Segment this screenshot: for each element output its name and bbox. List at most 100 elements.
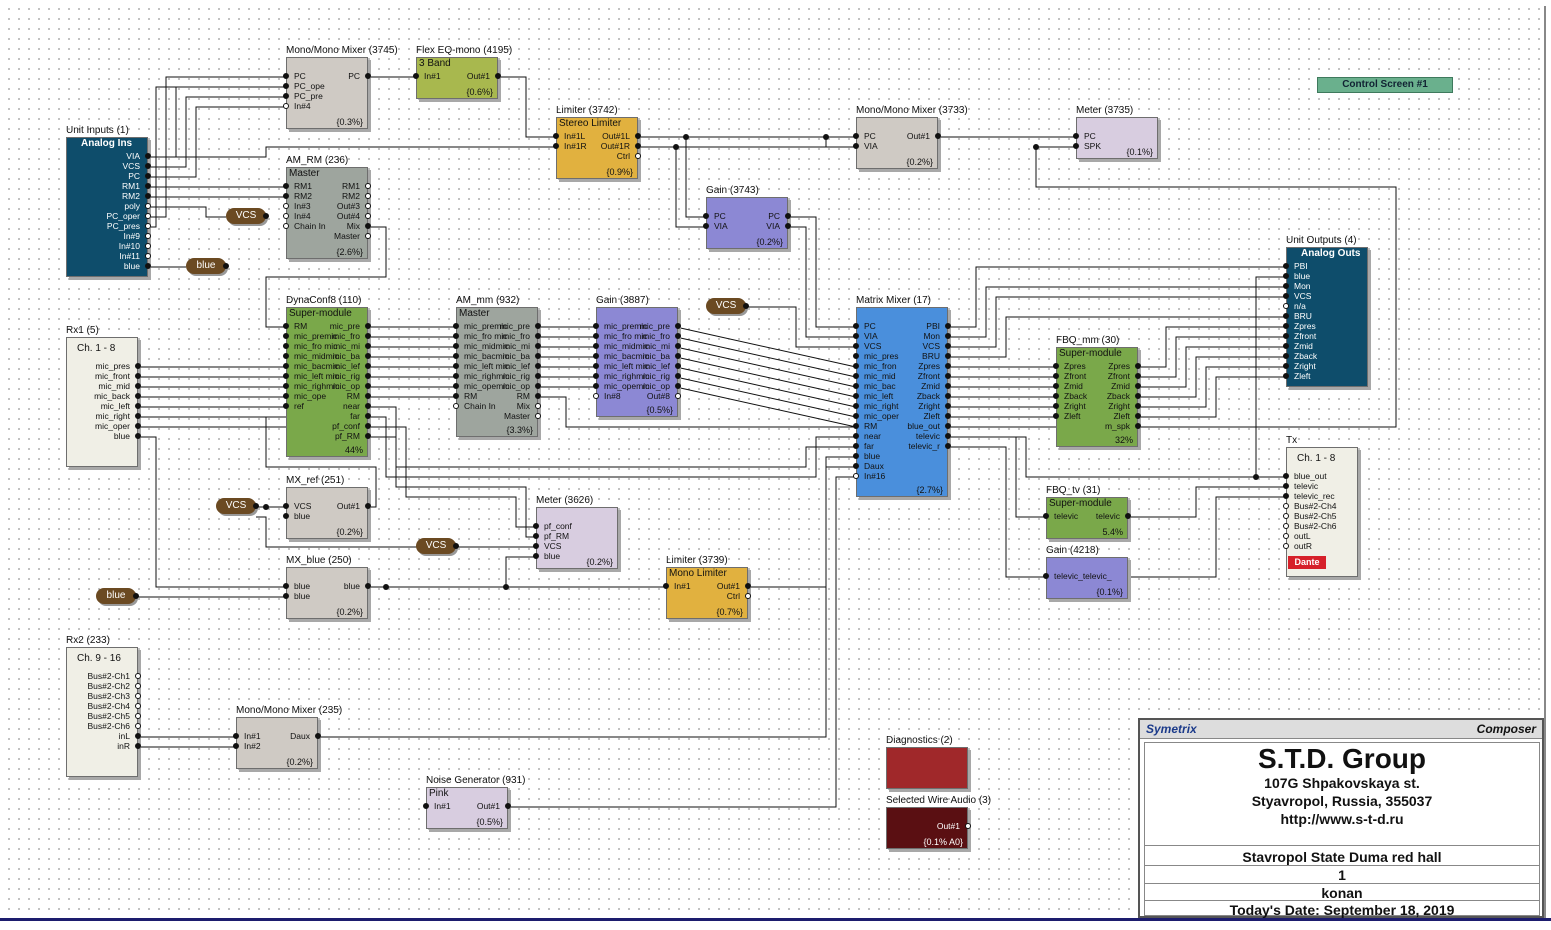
wire[interactable] (506, 476, 856, 808)
rx2-output-pin[interactable] (135, 683, 141, 689)
wire[interactable] (1136, 366, 1286, 408)
am-mm-932-input-pin[interactable] (453, 403, 459, 409)
gain-3887-input-pin[interactable] (593, 393, 599, 399)
wire[interactable] (946, 316, 1286, 358)
selected-wire-3-output-pin[interactable] (965, 823, 971, 829)
wire[interactable] (786, 226, 856, 338)
dynaconf8-output-pin[interactable] (365, 333, 371, 339)
dynaconf8-input-pin[interactable] (283, 363, 289, 369)
wire[interactable] (265, 416, 377, 508)
fbq-mm-30-input-pin[interactable] (1053, 403, 1059, 409)
gain-3887-output-pin[interactable] (675, 383, 681, 389)
unit-outputs-input-pin[interactable] (1283, 343, 1289, 349)
unit-outputs-input-pin[interactable] (1283, 353, 1289, 359)
unit-inputs-output-pin[interactable] (145, 233, 151, 239)
wire[interactable] (786, 216, 856, 328)
am-mm-932-input-pin[interactable] (453, 373, 459, 379)
fbq-mm-30-output-pin[interactable] (1135, 363, 1141, 369)
matrix-mixer-17-input-pin[interactable] (853, 413, 859, 419)
unit-outputs-input-pin[interactable] (1283, 273, 1289, 279)
matrix-mixer-17-output-pin[interactable] (945, 393, 951, 399)
mono-mixer-235-output-pin[interactable] (315, 733, 321, 739)
matrix-mixer-17-input-pin[interactable] (853, 393, 859, 399)
am-mm-932-output-pin[interactable] (535, 373, 541, 379)
matrix-mixer-17-output-pin[interactable] (945, 353, 951, 359)
tx-input-pin[interactable] (1283, 543, 1289, 549)
unit-inputs-output-pin[interactable] (145, 193, 151, 199)
fbq-mm-30-output-pin[interactable] (1135, 413, 1141, 419)
am-rm-236-output-pin[interactable] (365, 193, 371, 199)
unit-outputs-input-pin[interactable] (1283, 363, 1289, 369)
unit-outputs-input-pin[interactable] (1283, 293, 1289, 299)
fbq-mm-30-input-pin[interactable] (1053, 363, 1059, 369)
wire[interactable] (746, 306, 856, 348)
rx1-output-pin[interactable] (135, 373, 141, 379)
gain-3887-input-pin[interactable] (593, 353, 599, 359)
matrix-mixer-17-input-pin[interactable] (853, 353, 859, 359)
wire[interactable] (946, 286, 1286, 338)
wire[interactable] (1136, 346, 1286, 388)
mx-ref-251-input-pin[interactable] (283, 513, 289, 519)
wire[interactable] (146, 206, 226, 218)
am-mm-932-output-pin[interactable] (535, 363, 541, 369)
signal-tag-blue[interactable]: blue (96, 588, 136, 604)
rx1-output-pin[interactable] (135, 413, 141, 419)
matrix-mixer-17-output-pin[interactable] (945, 383, 951, 389)
wire[interactable] (685, 137, 706, 218)
wire[interactable] (136, 436, 286, 588)
wire[interactable] (256, 516, 436, 548)
matrix-mixer-17-output-pin[interactable] (945, 423, 951, 429)
unit-inputs-output-pin[interactable] (145, 203, 151, 209)
limiter-3742-output-pin[interactable] (635, 133, 641, 139)
gain-3887-input-pin[interactable] (593, 343, 599, 349)
matrix-mixer-17-input-pin[interactable] (853, 403, 859, 409)
rx2-output-pin[interactable] (135, 693, 141, 699)
wire[interactable] (146, 106, 286, 178)
mono-mixer-3733-input-pin[interactable] (853, 133, 859, 139)
rx1-output-pin[interactable] (135, 393, 141, 399)
limiter-3742-input-pin[interactable] (553, 143, 559, 149)
tx-input-pin[interactable] (1283, 473, 1289, 479)
meter-3735-input-pin[interactable] (1073, 143, 1079, 149)
mono-mixer-235-input-pin[interactable] (233, 733, 239, 739)
meter-3735-input-pin[interactable] (1073, 133, 1079, 139)
limiter-3739-output-pin[interactable] (745, 593, 751, 599)
wire[interactable] (146, 76, 286, 218)
rx1-output-pin[interactable] (135, 383, 141, 389)
mx-blue-250-input-pin[interactable] (283, 583, 289, 589)
noise-gen-931-input-pin[interactable] (423, 803, 429, 809)
am-mm-932-input-pin[interactable] (453, 333, 459, 339)
mono-mixer-3745-input-pin[interactable] (283, 93, 289, 99)
wire[interactable] (675, 346, 857, 388)
unit-outputs-input-pin[interactable] (1283, 283, 1289, 289)
am-rm-236-output-pin[interactable] (365, 213, 371, 219)
signal-tag-vcs[interactable]: VCS (706, 298, 746, 314)
wire[interactable] (366, 416, 856, 478)
wire[interactable] (316, 466, 856, 738)
limiter-3739-output-pin[interactable] (745, 583, 751, 589)
wire[interactable] (946, 296, 1286, 348)
fbq-tv-31-output-pin[interactable] (1125, 513, 1131, 519)
unit-outputs-input-pin[interactable] (1283, 263, 1289, 269)
am-rm-236-input-pin[interactable] (283, 193, 289, 199)
dynaconf8-output-pin[interactable] (365, 383, 371, 389)
dynaconf8-output-pin[interactable] (365, 323, 371, 329)
am-rm-236-input-pin[interactable] (283, 183, 289, 189)
am-mm-932-output-pin[interactable] (535, 403, 541, 409)
control-screen-button[interactable]: Control Screen #1 (1317, 77, 1453, 93)
dynaconf8-output-pin[interactable] (365, 423, 371, 429)
gain-3887-output-pin[interactable] (675, 353, 681, 359)
limiter-3739-input-pin[interactable] (663, 583, 669, 589)
rx2-output-pin[interactable] (135, 713, 141, 719)
signal-tag-pin[interactable] (453, 543, 459, 549)
matrix-mixer-17-input-pin[interactable] (853, 363, 859, 369)
wire[interactable] (946, 436, 1286, 478)
matrix-mixer-17-output-pin[interactable] (945, 333, 951, 339)
